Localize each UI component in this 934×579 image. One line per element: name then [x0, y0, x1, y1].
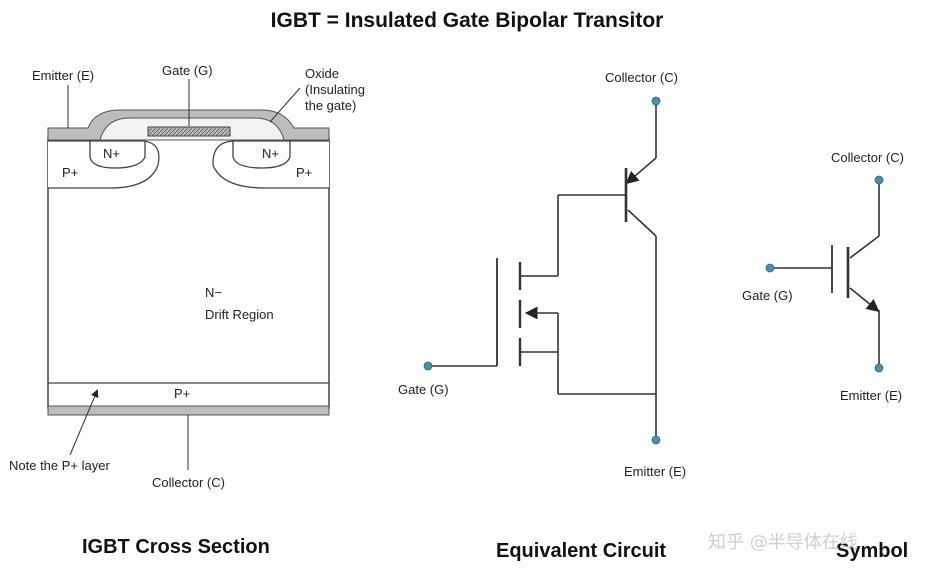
symbol-emitter-arrow [849, 287, 880, 313]
p-plus-left-label: P+ [62, 165, 78, 180]
collector-arrow [625, 157, 657, 185]
ec-gate-label: Gate (G) [398, 382, 449, 397]
oxide-label-line1: Oxide [305, 66, 339, 81]
cross-section-caption: IGBT Cross Section [82, 536, 270, 558]
gate-electrode [147, 126, 231, 137]
p-plus-right-label: P+ [296, 165, 312, 180]
ec-collector-terminal [651, 96, 661, 106]
igbt-symbol: Collector (C) Gate (G) Emitter (E) Symbo… [742, 150, 908, 562]
p-plus-bottom-label: P+ [174, 386, 190, 401]
oxide-label-line2: (Insulating [305, 82, 365, 97]
drift-region-label: Drift Region [205, 307, 274, 322]
ec-emitter-terminal [651, 435, 661, 445]
note-label: Note the P+ layer [9, 458, 110, 473]
equivalent-circuit-caption: Equivalent Circuit [496, 540, 666, 562]
symbol-gate-label: Gate (G) [742, 288, 793, 303]
oxide-label-line3: the gate) [305, 98, 356, 113]
n-plus-right-label: N+ [262, 146, 279, 161]
symbol-gate-terminal [765, 263, 775, 273]
n-plus-left-region [89, 140, 146, 169]
symbol-emitter-label: Emitter (E) [840, 388, 902, 403]
oxide-leader [269, 87, 301, 123]
symbol-collector-label: Collector (C) [831, 150, 904, 165]
equivalent-circuit: Collector (C) Gate (G) Emitter (E) Equiv… [398, 70, 686, 562]
note-arrow [69, 389, 99, 456]
symbol-emitter-terminal [874, 363, 884, 373]
ec-collector-label: Collector (C) [605, 70, 678, 85]
watermark: 知乎 @半导体在线 [708, 532, 858, 553]
gate-label: Gate (G) [162, 63, 213, 78]
n-plus-left-label: N+ [103, 146, 120, 161]
n-minus-label: N− [205, 285, 222, 300]
n-plus-right-region [232, 140, 291, 169]
ec-gate-terminal [423, 361, 433, 371]
ec-emitter-label: Emitter (E) [624, 464, 686, 479]
cross-section: Emitter (E) Gate (G) Oxide (Insulating t… [9, 63, 365, 558]
symbol-caption: Symbol [836, 540, 908, 562]
symbol-collector-terminal [874, 175, 884, 185]
collector-label: Collector (C) [152, 475, 225, 490]
emitter-label: Emitter (E) [32, 68, 94, 83]
diagram-title: IGBT = Insulated Gate Bipolar Transitor [271, 9, 664, 32]
